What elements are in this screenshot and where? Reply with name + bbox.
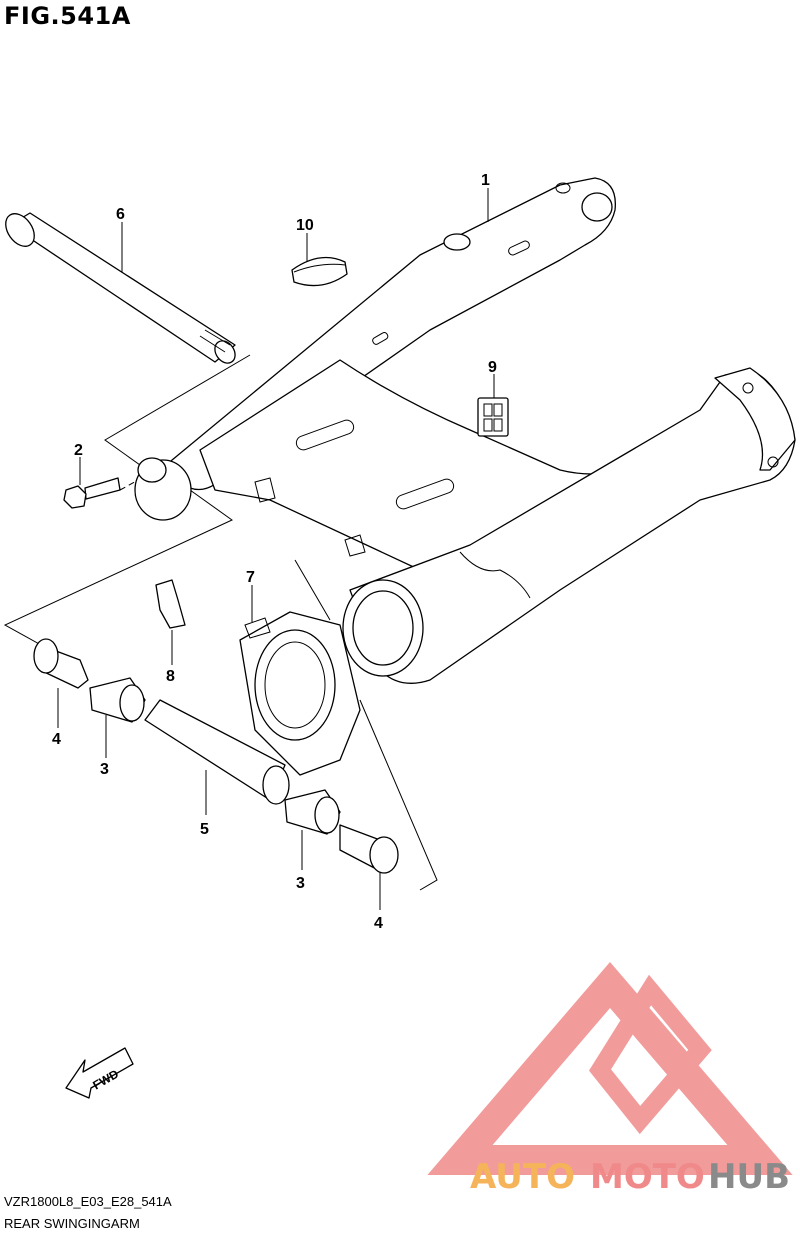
collar-part-4-left (33, 638, 89, 689)
callout-1: 1 (481, 172, 490, 189)
diagram-code: VZR1800L8_E03_E28_541A (4, 1194, 172, 1209)
callout-4-left: 4 (52, 731, 61, 748)
cap-part-10 (291, 256, 348, 287)
bolt-part-2 (63, 477, 121, 509)
callout-7: 7 (246, 569, 255, 586)
callout-3-right: 3 (296, 875, 305, 892)
collar-part-4-right (339, 824, 399, 874)
callout-4-right: 4 (374, 915, 383, 932)
callout-2: 2 (74, 442, 83, 459)
swingarm-part-1 (134, 177, 796, 684)
callout-5: 5 (200, 821, 209, 838)
watermark-text-moto: MOTO (590, 1157, 705, 1197)
seal-part-7 (239, 611, 361, 776)
figure-title: FIG.541A (4, 2, 131, 30)
clip-part-8 (155, 579, 186, 629)
callout-3-left: 3 (100, 761, 109, 778)
callout-9: 9 (488, 359, 497, 376)
watermark-text-auto: AUTO (470, 1157, 575, 1197)
fwd-arrow-icon: FWD (65, 1047, 134, 1099)
diagram-name: REAR SWINGINGARM (4, 1216, 140, 1231)
callout-6: 6 (116, 206, 125, 223)
bearing-part-3-left (89, 677, 146, 723)
watermark-text-hub: HUB (708, 1157, 790, 1197)
leader-lines (57, 188, 495, 910)
bearing-part-3-right (284, 789, 341, 835)
pivot-shaft-part-6 (5, 212, 236, 364)
plate-part-9 (477, 397, 509, 437)
spacer-part-5 (144, 699, 290, 805)
callout-8: 8 (166, 668, 175, 685)
callout-10: 10 (296, 217, 314, 234)
watermark-logo (427, 961, 793, 1175)
assembly-guide-lines (3, 354, 438, 891)
